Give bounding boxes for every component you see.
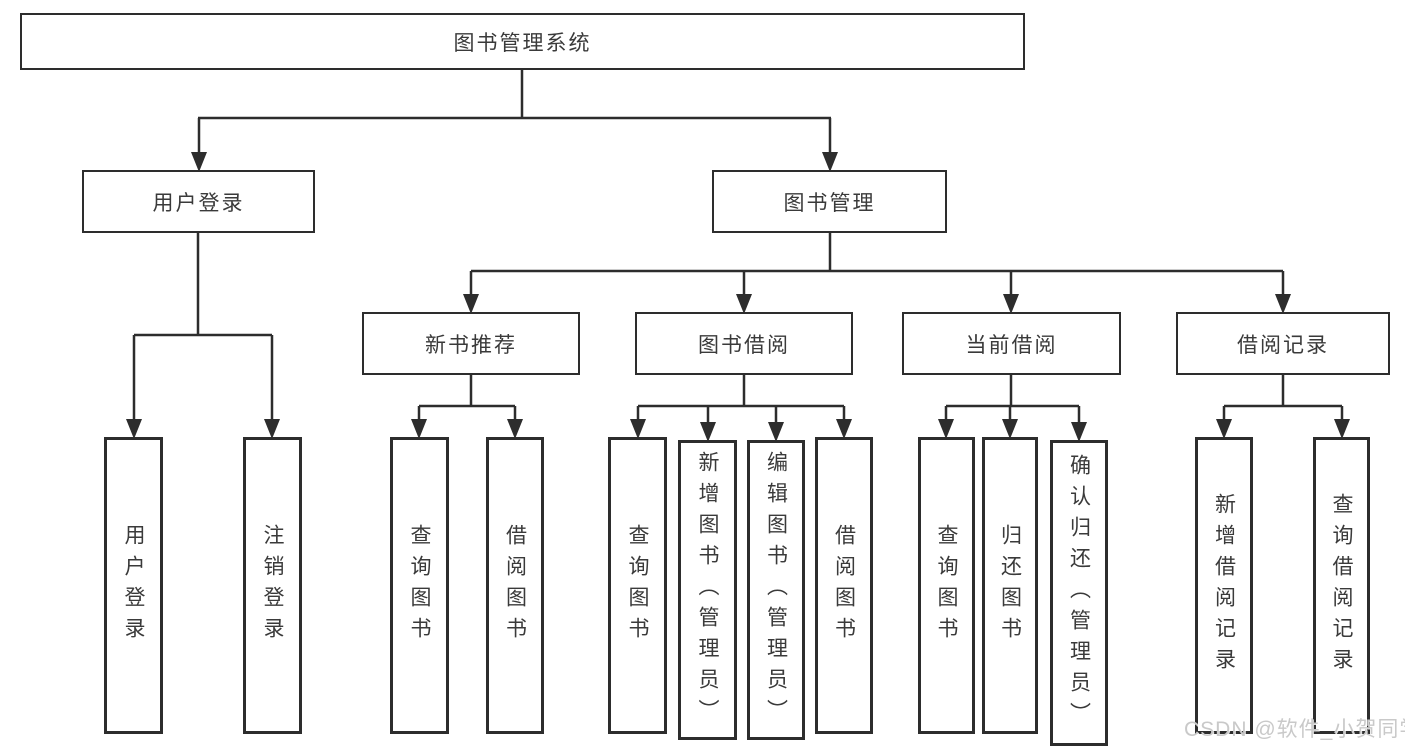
arrowhead-down <box>1003 294 1019 314</box>
arrowhead-down <box>264 419 280 439</box>
node-label: 查询图书 <box>408 523 431 648</box>
leaf-user-login: 用户登录 <box>104 437 163 734</box>
node-label: 新增图书（管理员） <box>696 450 719 730</box>
node-label: 图书借阅 <box>698 333 790 357</box>
leaf-borrow-books: 借阅图书 <box>815 437 873 734</box>
arrowhead-down <box>126 419 142 439</box>
leaf-query-borrow-record: 查询借阅记录 <box>1313 437 1370 734</box>
arrowhead-down <box>411 419 427 439</box>
arrowhead-down <box>768 422 784 442</box>
arrowhead-down <box>1275 294 1291 314</box>
node-label: 借阅图书 <box>503 523 527 648</box>
arrowhead-down <box>938 419 954 439</box>
leaf-confirm-return-admin: 确认归还（管理员） <box>1050 440 1108 746</box>
node-label: 编辑图书（管理员） <box>764 450 788 730</box>
node-label: 查询图书 <box>626 523 649 648</box>
arrowhead-down <box>191 152 207 172</box>
node-root-system: 图书管理系统 <box>20 13 1025 70</box>
arrowhead-down <box>630 419 646 439</box>
arrowhead-down <box>736 294 752 314</box>
leaf-borrow-books-recommend: 借阅图书 <box>486 437 544 734</box>
node-book-borrow: 图书借阅 <box>635 312 853 375</box>
arrowhead-down <box>1002 419 1018 439</box>
node-user-login: 用户登录 <box>82 170 315 233</box>
leaf-add-borrow-record: 新增借阅记录 <box>1195 437 1253 734</box>
node-label: 新书推荐 <box>425 333 517 357</box>
leaf-add-books-admin: 新增图书（管理员） <box>678 440 737 740</box>
node-book-management: 图书管理 <box>712 170 947 233</box>
node-label: 确认归还（管理员） <box>1067 453 1091 733</box>
node-label: 图书管理系统 <box>453 31 592 55</box>
arrowhead-down <box>507 419 523 439</box>
arrowhead-down <box>1071 422 1087 442</box>
node-new-book-recommend: 新书推荐 <box>362 312 580 375</box>
node-label: 注销登录 <box>261 523 284 648</box>
node-label: 归还图书 <box>998 523 1022 648</box>
node-label: 当前借阅 <box>965 333 1058 357</box>
arrowhead-down <box>463 294 479 314</box>
node-label: 图书管理 <box>783 191 876 215</box>
leaf-return-books: 归还图书 <box>982 437 1038 734</box>
node-label: 查询图书 <box>935 523 958 648</box>
node-label: 用户登录 <box>152 191 245 215</box>
node-label: 借阅记录 <box>1237 333 1329 357</box>
node-current-borrow: 当前借阅 <box>902 312 1121 375</box>
arrowhead-down <box>822 152 838 172</box>
node-borrow-records: 借阅记录 <box>1176 312 1390 375</box>
arrowhead-down <box>1334 419 1350 439</box>
node-label: 查询借阅记录 <box>1330 492 1353 679</box>
leaf-query-books-borrow: 查询图书 <box>608 437 667 734</box>
leaf-query-books-current: 查询图书 <box>918 437 975 734</box>
node-label: 借阅图书 <box>832 523 856 648</box>
leaf-logout: 注销登录 <box>243 437 302 734</box>
arrowhead-down <box>836 419 852 439</box>
arrowhead-down <box>700 422 716 442</box>
arrowhead-down <box>1216 419 1232 439</box>
node-label: 新增借阅记录 <box>1212 492 1236 679</box>
node-label: 用户登录 <box>122 523 145 648</box>
csdn-watermark: CSDN @软件_小贺同学 <box>1184 718 1405 741</box>
leaf-query-books-recommend: 查询图书 <box>390 437 449 734</box>
leaf-edit-books-admin: 编辑图书（管理员） <box>747 440 805 740</box>
